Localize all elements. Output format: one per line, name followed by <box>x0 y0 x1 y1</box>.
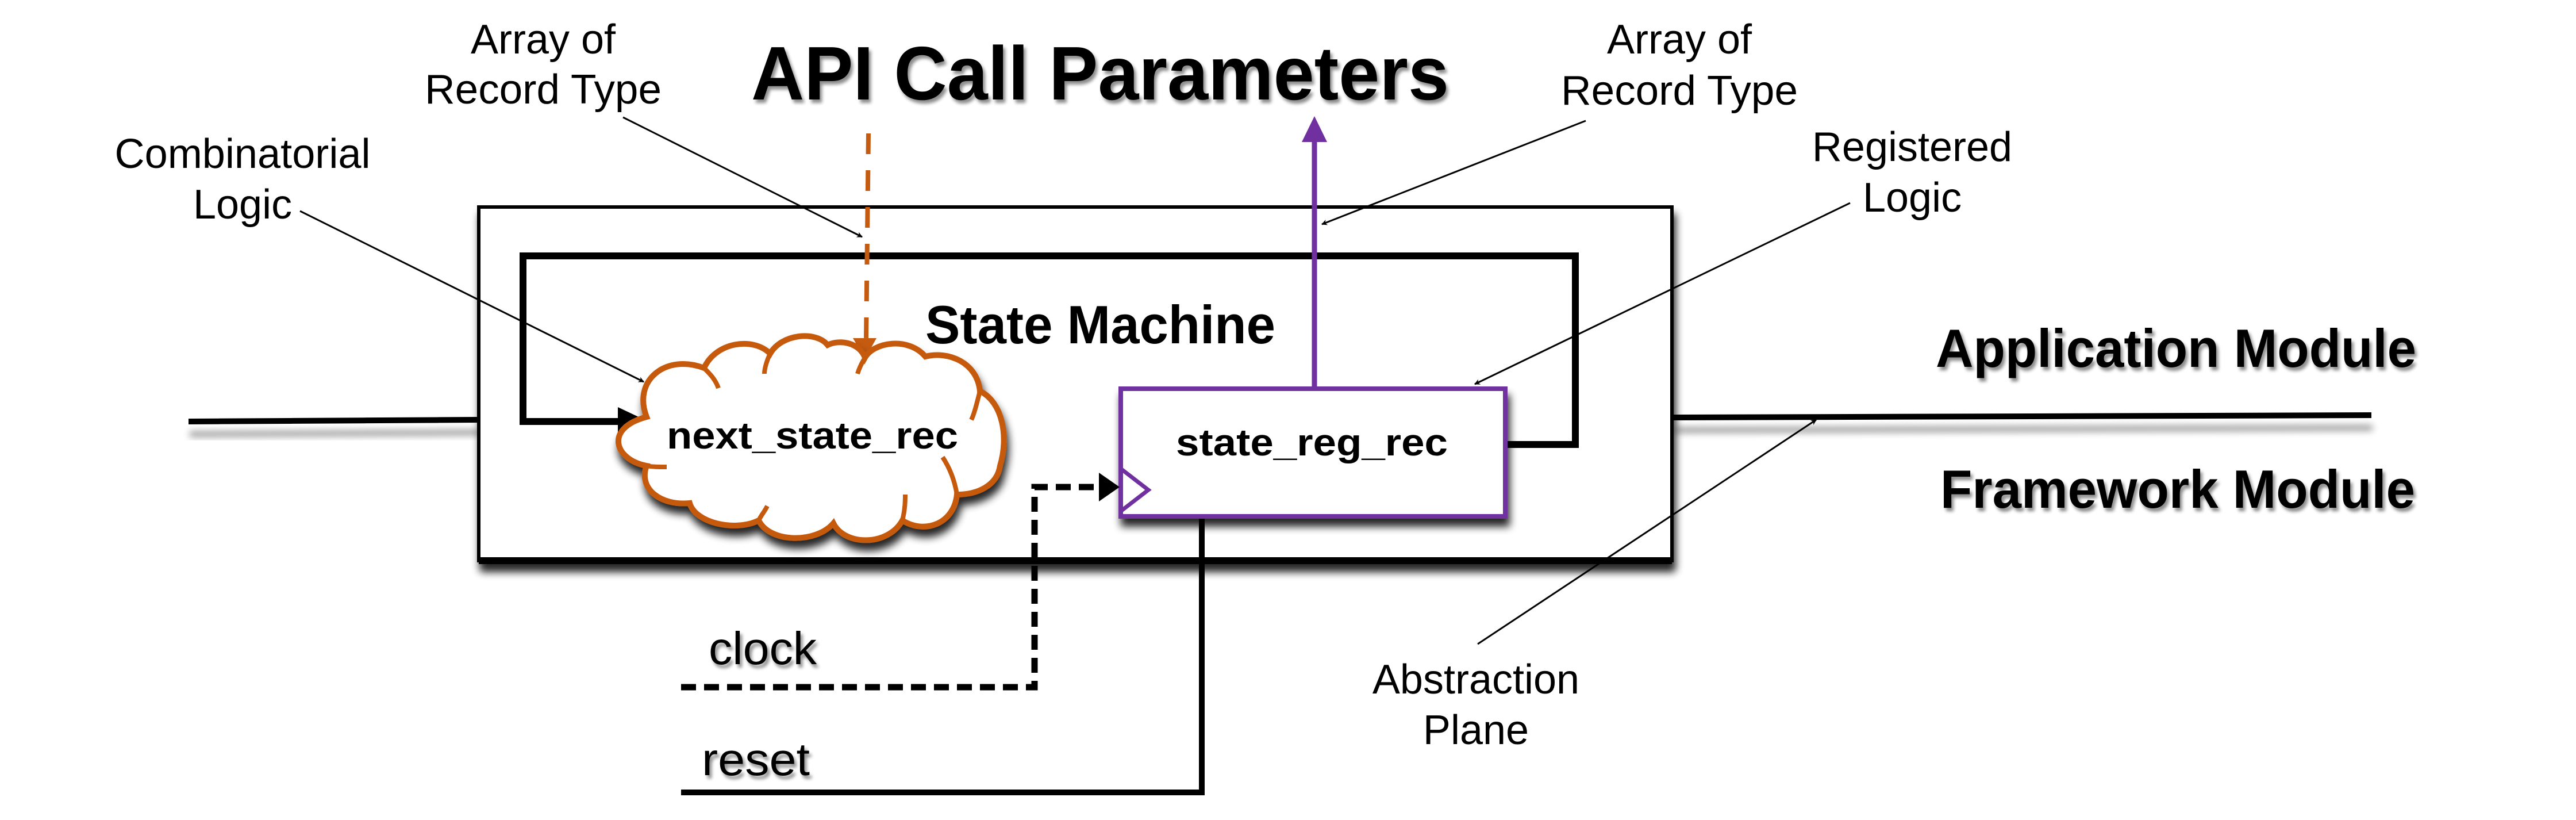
next-state-cloud <box>616 333 1007 543</box>
clock-input-triangle <box>1119 467 1152 513</box>
leader-arrow <box>1321 120 1586 225</box>
input-parameter-arrowhead <box>853 338 876 359</box>
annotation-input-array: Array of Record Type <box>425 17 863 238</box>
annotation-text-line: Registered <box>1812 124 2012 170</box>
framework-module-label: Framework Module <box>1940 459 2415 519</box>
annotation-text-line: Logic <box>193 182 292 228</box>
leader-arrow <box>1474 202 1851 385</box>
abstraction-plane-left-line <box>188 417 479 424</box>
annotation-text-line: Combinatorial <box>115 131 371 177</box>
clock-wire <box>681 473 1120 691</box>
abstraction-plane <box>188 412 2372 424</box>
annotation-text-line: Record Type <box>1561 68 1798 114</box>
annotation-text-line: Plane <box>1423 707 1529 753</box>
clock-label: clock <box>709 623 817 674</box>
annotation-text-line: Logic <box>1863 175 1962 221</box>
state-machine-label: State Machine <box>925 294 1275 355</box>
input-parameter-arrow <box>853 133 876 359</box>
api-call-parameters-title: API Call Parameters <box>751 31 1449 116</box>
annotation-text-line: Record Type <box>425 67 662 113</box>
cloud-shape <box>616 333 1007 543</box>
annotation-text-line: Array of <box>471 17 616 63</box>
clock-arrowhead <box>1099 473 1120 501</box>
annotation-output-array: Array of Record Type <box>1321 17 1798 225</box>
next-state-rec-label: next_state_rec <box>667 414 958 457</box>
leader-arrow <box>299 210 644 383</box>
state-reg-rec-label: state_reg_rec <box>1176 421 1448 463</box>
output-parameter-arrow <box>1302 116 1327 386</box>
abstraction-plane-right-line <box>1673 412 2372 420</box>
application-module-label: Application Module <box>1936 318 2416 378</box>
leader-arrow <box>1477 419 1817 645</box>
state-register-block <box>1118 386 1508 519</box>
reset-label: reset <box>702 734 810 785</box>
reset-wire <box>681 519 1205 795</box>
annotation-text-line: Abstraction <box>1372 657 1579 703</box>
annotation-text-line: Array of <box>1607 17 1752 63</box>
output-parameter-arrowhead <box>1302 116 1327 142</box>
annotation-abstraction-plane: Abstraction Plane <box>1372 419 1817 753</box>
leader-arrow <box>622 116 863 238</box>
annotation-registered-logic: Registered Logic <box>1474 124 2012 385</box>
annotation-combinatorial-logic: Combinatorial Logic <box>115 131 644 383</box>
